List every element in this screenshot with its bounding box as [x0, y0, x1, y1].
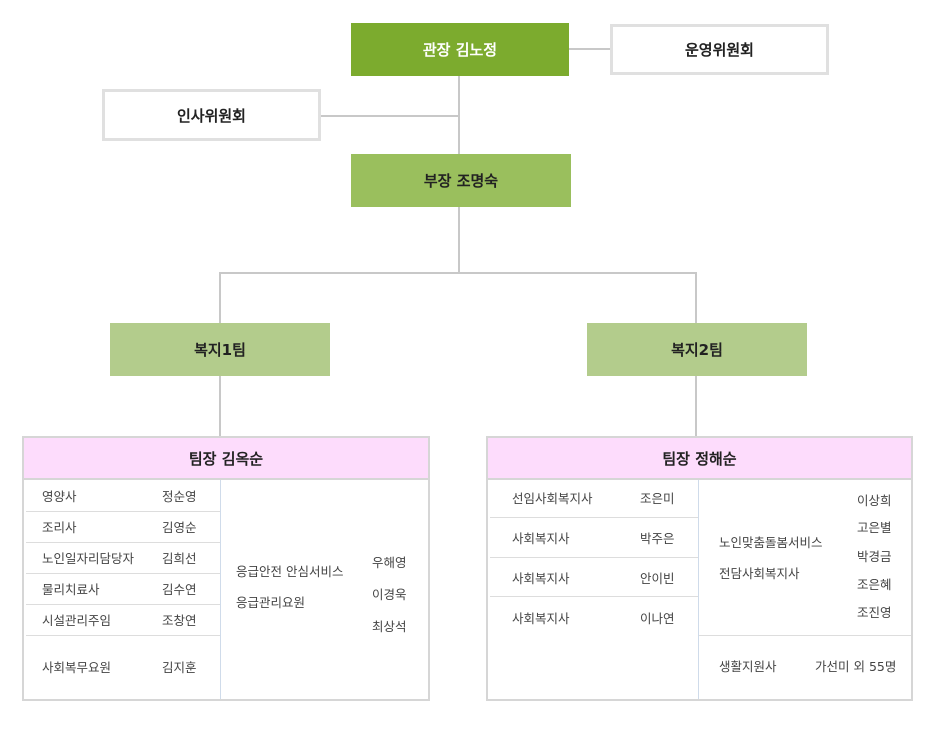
row-name: 김수연 — [162, 582, 197, 597]
row-divider — [26, 511, 220, 512]
row-role: 사회복지사 — [512, 571, 570, 586]
team1-box: 복지1팀 — [110, 323, 330, 376]
emergency-staff-name: 우해영 — [372, 555, 407, 570]
row-role: 노인일자리담당자 — [42, 551, 135, 566]
connector-branch-team2 — [695, 272, 697, 324]
row-name: 안이빈 — [640, 571, 675, 586]
row-name: 이나연 — [640, 611, 675, 626]
connector-director-ops-committee — [568, 48, 612, 50]
connector-hr-committee — [319, 115, 459, 117]
care-staff-name: 고은별 — [857, 520, 892, 535]
care-staff-name: 조진영 — [857, 605, 892, 620]
row-role: 시설관리주임 — [42, 613, 112, 628]
row-name: 김영순 — [162, 520, 197, 535]
row-name: 정순영 — [162, 489, 197, 504]
row-name: 김지훈 — [162, 660, 197, 675]
deputy-box: 부장 조명숙 — [351, 154, 571, 207]
care-staff-name: 조은혜 — [857, 577, 892, 592]
team1-panel: 팀장 김옥순 영양사 정순영 조리사 김영순 노인일자리담당자 김희선 물리치료… — [22, 436, 430, 701]
emergency-service-role: 응급관리요원 — [236, 595, 306, 610]
row-role: 영양사 — [42, 489, 77, 504]
row-name: 김희선 — [162, 551, 197, 566]
row-name: 조창연 — [162, 613, 197, 628]
connector-team1-panel — [219, 375, 221, 437]
row-role: 사회복지사 — [512, 611, 570, 626]
row-role: 사회복지사 — [512, 531, 570, 546]
connector-director-deputy — [458, 75, 460, 155]
panel1-divider — [220, 480, 221, 699]
row-name: 박주은 — [640, 531, 675, 546]
team2-panel: 팀장 정해순 선임사회복지사 조은미 사회복지사 박주은 사회복지사 안이빈 사… — [486, 436, 913, 701]
connector-team-branch — [219, 272, 697, 274]
team2-box: 복지2팀 — [587, 323, 807, 376]
panel2-divider — [698, 480, 699, 699]
row-divider — [26, 573, 220, 574]
support-divider — [699, 635, 911, 636]
emergency-staff-name: 최상석 — [372, 619, 407, 634]
row-divider — [490, 596, 698, 597]
hr-committee-box: 인사위원회 — [102, 89, 321, 141]
row-divider — [490, 557, 698, 558]
row-divider — [26, 604, 220, 605]
connector-team2-panel — [695, 375, 697, 437]
row-divider — [490, 517, 698, 518]
team1-leader-header: 팀장 김옥순 — [24, 438, 428, 480]
row-divider — [26, 635, 220, 636]
care-staff-name: 박경금 — [857, 549, 892, 564]
row-name: 조은미 — [640, 491, 675, 506]
team2-leader-header: 팀장 정해순 — [488, 438, 911, 480]
row-role: 사회복무요원 — [42, 660, 112, 675]
care-service-role: 전담사회복지사 — [719, 566, 800, 581]
support-role: 생활지원사 — [719, 659, 777, 674]
connector-branch-team1 — [219, 272, 221, 324]
row-role: 물리치료사 — [42, 582, 100, 597]
row-role: 조리사 — [42, 520, 77, 535]
row-role: 선임사회복지사 — [512, 491, 593, 506]
operations-committee-box: 운영위원회 — [610, 24, 829, 75]
connector-deputy-teams — [458, 206, 460, 273]
row-divider — [26, 542, 220, 543]
emergency-service-title: 응급안전 안심서비스 — [236, 564, 344, 579]
emergency-staff-name: 이경욱 — [372, 587, 407, 602]
care-staff-name: 이상희 — [857, 493, 892, 508]
care-service-title: 노인맞춤돌봄서비스 — [719, 535, 823, 550]
director-box: 관장 김노정 — [351, 23, 569, 76]
support-names: 가선미 외 55명 — [815, 659, 897, 674]
